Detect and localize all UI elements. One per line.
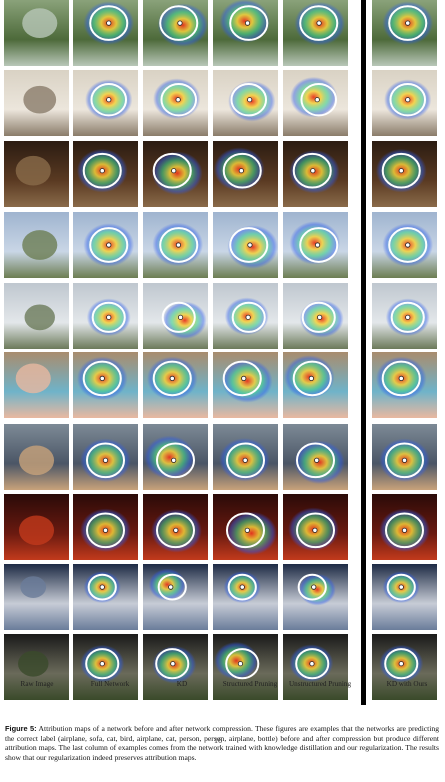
attribution-map-cell <box>143 0 208 66</box>
attribution-map-cell <box>372 564 437 630</box>
column-label: Full Network <box>90 680 130 688</box>
attribution-map-cell <box>143 634 208 700</box>
attribution-map-cell <box>372 70 437 136</box>
attribution-map-cell <box>372 352 437 418</box>
attribution-map-cell <box>283 564 348 630</box>
attribution-map-cell <box>372 212 437 278</box>
attribution-map-cell <box>4 212 69 278</box>
attribution-map-cell <box>73 141 138 207</box>
attribution-map-cell <box>73 634 138 700</box>
attribution-map-cell <box>73 70 138 136</box>
attribution-map-cell <box>283 0 348 66</box>
attribution-map-cell <box>143 424 208 490</box>
attribution-map-cell <box>143 70 208 136</box>
attribution-map-cell <box>372 494 437 560</box>
attribution-map-cell <box>143 212 208 278</box>
attribution-map-cell <box>4 424 69 490</box>
attribution-map-cell <box>213 212 278 278</box>
attribution-map-cell <box>4 634 69 700</box>
attribution-map-cell <box>213 141 278 207</box>
column-label: KD with Ours <box>386 680 428 688</box>
attribution-map-cell <box>213 352 278 418</box>
attribution-map-cell <box>143 352 208 418</box>
attribution-map-cell <box>73 352 138 418</box>
attribution-map-cell <box>143 494 208 560</box>
attribution-map-cell <box>4 283 69 349</box>
attribution-map-cell <box>213 564 278 630</box>
attribution-map-cell <box>283 70 348 136</box>
attribution-map-cell <box>372 283 437 349</box>
attribution-map-cell <box>4 352 69 418</box>
attribution-map-cell <box>283 141 348 207</box>
column-label: Unstructured Pruning <box>288 680 352 688</box>
attribution-map-cell <box>283 212 348 278</box>
attribution-map-cell <box>73 564 138 630</box>
column-divider <box>361 0 366 705</box>
attribution-map-cell <box>283 352 348 418</box>
column-label: Structured Pruning <box>222 680 278 688</box>
attribution-map-cell <box>4 494 69 560</box>
caption-text: Attribution maps of a network before and… <box>5 724 439 762</box>
attribution-map-cell <box>4 0 69 66</box>
attribution-map-cell <box>213 70 278 136</box>
attribution-map-cell <box>213 634 278 700</box>
attribution-map-cell <box>143 283 208 349</box>
attribution-map-cell <box>143 564 208 630</box>
column-label: Raw Image <box>20 680 54 688</box>
attribution-map-cell <box>283 634 348 700</box>
attribution-map-cell <box>372 634 437 700</box>
figure-caption: Figure 5: Attribution maps of a network … <box>5 724 439 762</box>
attribution-map-cell <box>73 283 138 349</box>
attribution-map-cell <box>372 141 437 207</box>
caption-label: Figure 5: <box>5 724 37 733</box>
attribution-map-cell <box>73 424 138 490</box>
attribution-map-cell <box>283 283 348 349</box>
page-number: 16 <box>214 736 222 745</box>
column-label: KD <box>176 680 188 688</box>
attribution-map-cell <box>213 283 278 349</box>
attribution-map-cell <box>73 212 138 278</box>
attribution-map-cell <box>372 0 437 66</box>
attribution-map-cell <box>4 70 69 136</box>
attribution-map-cell <box>4 141 69 207</box>
attribution-map-cell <box>213 424 278 490</box>
attribution-map-cell <box>73 0 138 66</box>
attribution-map-cell <box>283 424 348 490</box>
attribution-map-cell <box>143 141 208 207</box>
attribution-map-cell <box>4 564 69 630</box>
attribution-map-cell <box>213 494 278 560</box>
attribution-map-cell <box>283 494 348 560</box>
attribution-map-cell <box>213 0 278 66</box>
attribution-map-cell <box>372 424 437 490</box>
attribution-map-cell <box>73 494 138 560</box>
